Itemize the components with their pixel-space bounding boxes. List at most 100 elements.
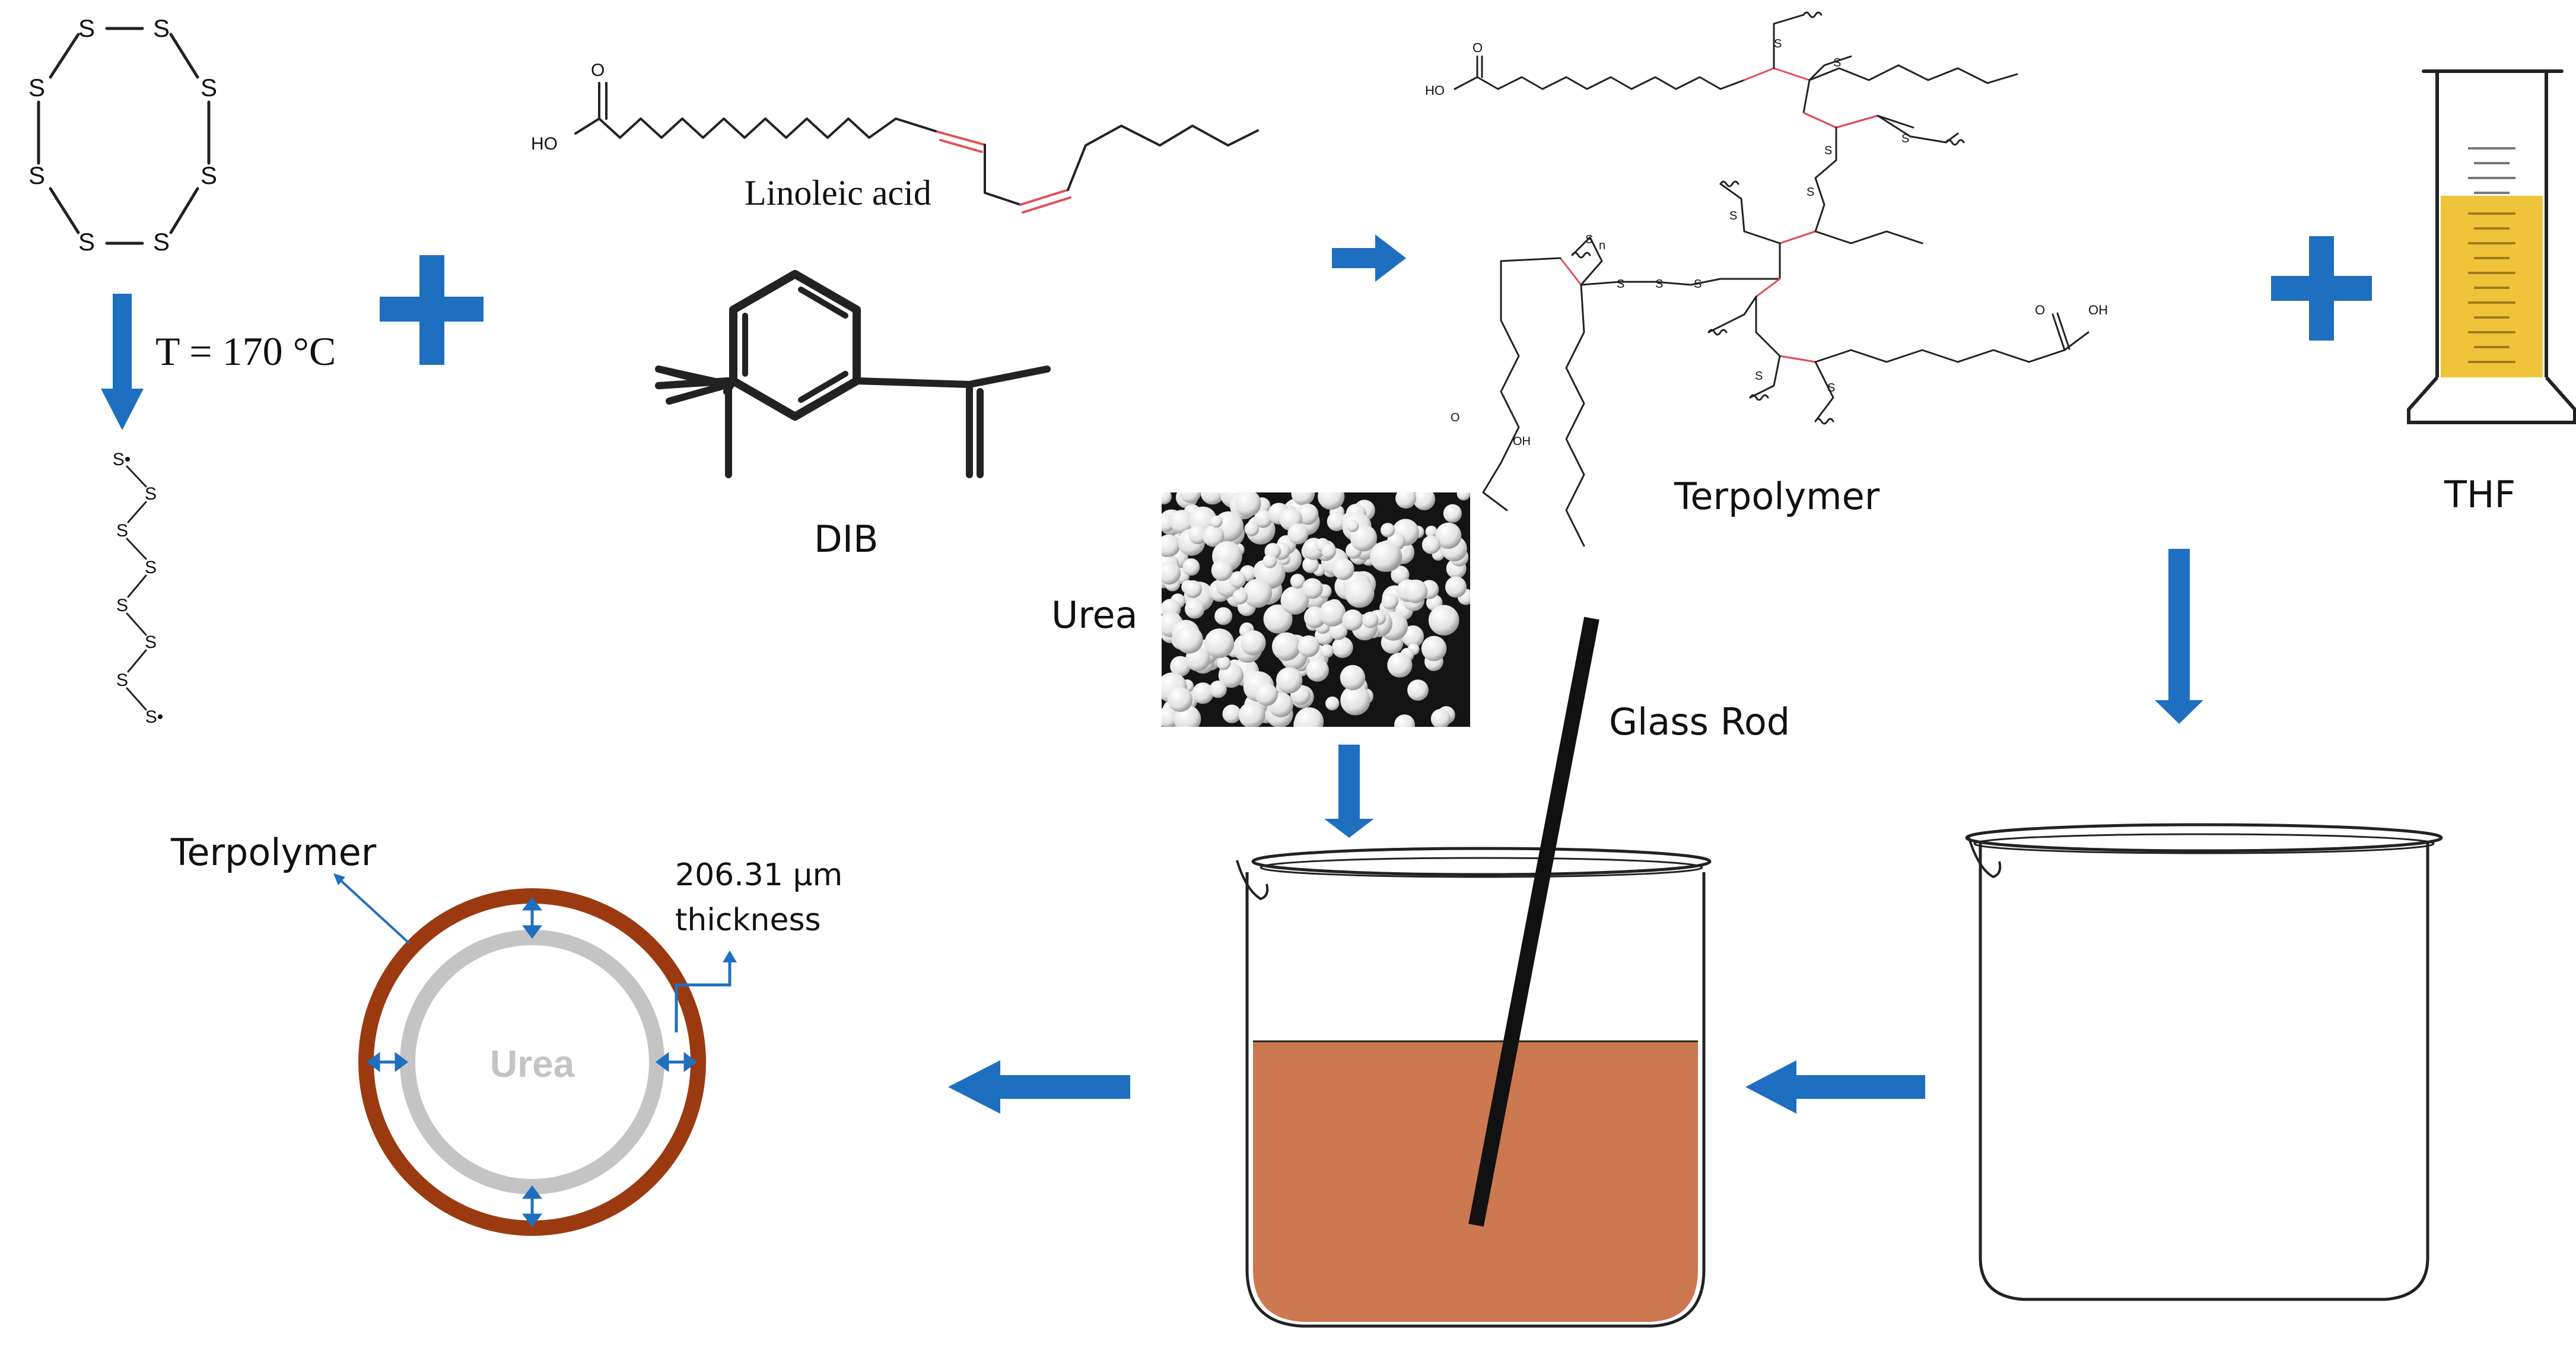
arrow-down-ring-opening xyxy=(101,294,144,430)
urea-bead xyxy=(1340,665,1366,691)
urea-bead xyxy=(1395,492,1417,509)
ring-atom-s: S xyxy=(28,74,45,101)
urea-bead xyxy=(1302,578,1323,599)
coated-urea-cross-section: Urea xyxy=(333,873,737,1236)
dib-label: DIB xyxy=(814,517,879,561)
urea-bead xyxy=(1381,593,1398,610)
urea-bead xyxy=(1272,632,1300,661)
urea-bead xyxy=(1435,522,1462,549)
urea-bead xyxy=(1204,628,1235,659)
urea-bead xyxy=(1340,685,1370,716)
urea-bead xyxy=(1184,580,1202,598)
urea-bead xyxy=(1421,535,1440,554)
ring-atom-s: S xyxy=(153,14,170,42)
urea-bead xyxy=(1232,589,1248,605)
linear-sulfur-chain: S• S S S S S S S• xyxy=(113,450,164,727)
urea-bead xyxy=(1203,525,1225,547)
chain-atom-s-radical: S• xyxy=(113,450,131,469)
ring-atom-s: S xyxy=(78,14,95,42)
urea-bead xyxy=(1318,492,1345,510)
urea-bead xyxy=(1332,558,1354,580)
urea-bead xyxy=(1391,565,1410,584)
urea-bead xyxy=(1342,609,1363,631)
urea-bead xyxy=(1192,682,1214,704)
urea-bead xyxy=(1297,503,1319,525)
urea-bead xyxy=(1291,492,1315,506)
terpolymer-s: S xyxy=(1694,278,1702,291)
chain-atom-s: S xyxy=(145,558,157,577)
urea-bead xyxy=(1182,558,1200,576)
arrow-right-to-terpolymer xyxy=(1332,234,1406,282)
urea-bead xyxy=(1210,515,1223,528)
urea-bead xyxy=(1290,574,1305,589)
urea-bead xyxy=(1254,510,1273,528)
urea-bead xyxy=(1200,492,1225,505)
terpolymer-s: S xyxy=(1585,233,1593,246)
urea-bead xyxy=(1188,524,1208,545)
reaction-temperature-label: T = 170 °C xyxy=(155,329,336,374)
urea-bead xyxy=(1294,707,1324,727)
urea-bead xyxy=(1262,554,1277,568)
terpolymer-hydroxyl: HO xyxy=(1425,83,1445,98)
terpolymer-oxygen: O xyxy=(1473,40,1483,55)
urea-bead xyxy=(1255,683,1278,706)
urea-bead xyxy=(1325,696,1340,711)
ring-atom-s: S xyxy=(153,228,170,256)
urea-bead xyxy=(1370,541,1401,572)
chain-atom-s: S xyxy=(145,632,157,652)
urea-bead xyxy=(1238,702,1265,727)
urea-bead xyxy=(1350,524,1378,552)
thickness-word-label: thickness xyxy=(675,902,821,938)
urea-bead xyxy=(1404,579,1428,603)
urea-bead xyxy=(1175,626,1203,654)
terpolymer-hydroxyl-right: OH xyxy=(1513,435,1531,448)
arrow-left-to-coated-urea xyxy=(948,1060,1130,1114)
urea-bead xyxy=(1297,635,1320,657)
urea-bead xyxy=(1222,704,1241,723)
terpolymer-s: S xyxy=(1655,278,1663,291)
linoleic-acid-structure: O HO xyxy=(531,61,1259,214)
urea-bead xyxy=(1327,511,1347,532)
chain-atom-s: S xyxy=(116,596,128,615)
carbonyl-oxygen: O xyxy=(591,61,605,80)
urea-bead xyxy=(1162,534,1181,557)
urea-bead xyxy=(1430,708,1451,727)
urea-bead xyxy=(1229,571,1246,589)
urea-bead xyxy=(1162,561,1181,585)
urea-bead xyxy=(1428,605,1459,636)
thickness-value-label: 206.31 μm xyxy=(675,857,842,893)
urea-bead xyxy=(1170,656,1191,677)
terpolymer-s: S xyxy=(1833,56,1841,69)
urea-bead xyxy=(1346,519,1359,532)
urea-bead xyxy=(1445,576,1467,598)
urea-bead xyxy=(1162,492,1172,505)
urea-bead xyxy=(1425,526,1438,538)
urea-bead xyxy=(1241,630,1266,656)
urea-bead xyxy=(1362,611,1379,628)
urea-bead xyxy=(1302,557,1319,573)
chain-atom-s-radical: S• xyxy=(145,707,164,727)
terpolymer-s: S xyxy=(1729,209,1737,222)
terpolymer-s: S xyxy=(1824,144,1832,157)
ring-atom-s: S xyxy=(201,161,217,189)
urea-bead xyxy=(1407,679,1429,701)
ring-atom-s: S xyxy=(201,74,217,101)
plus-sign xyxy=(2271,236,2372,341)
urea-bead xyxy=(1280,586,1309,615)
arrow-down-urea-to-beaker xyxy=(1324,745,1374,838)
terpolymer-label: Terpolymer xyxy=(1674,475,1880,518)
terpolymer-structure: O HO S S S S S S S n O OH S xyxy=(1425,11,2108,547)
urea-bead xyxy=(1413,492,1436,510)
terpolymer-coating-ring xyxy=(358,888,706,1236)
urea-bead xyxy=(1443,504,1462,523)
beaker-with-solution xyxy=(1236,847,1712,1328)
arrow-down-to-empty-beaker xyxy=(2155,549,2203,724)
arrow-left-thf-to-solution xyxy=(1745,1060,1925,1114)
urea-bead xyxy=(1421,635,1447,662)
urea-bead xyxy=(1209,681,1227,698)
terpolymer-s: S xyxy=(1774,37,1782,50)
urea-bead xyxy=(1456,492,1470,501)
terpolymer-s: S xyxy=(1617,278,1624,291)
terpolymer-polymer-index: n xyxy=(1599,239,1605,252)
urea-bead xyxy=(1345,578,1375,608)
